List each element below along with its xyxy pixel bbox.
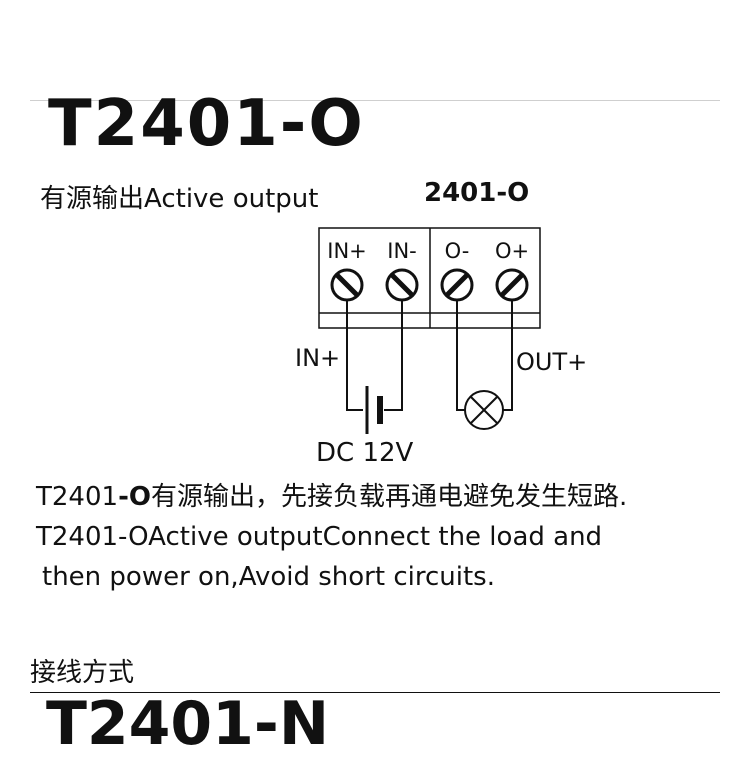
terminal-label-in-minus: IN- — [387, 239, 416, 263]
screw-terminal-in-plus-icon — [330, 268, 364, 302]
description-line-2: T2401-OActive outputConnect the load and — [36, 522, 603, 552]
wire-in-plus — [346, 300, 363, 411]
wire-out-plus — [503, 300, 513, 411]
screw-terminal-out-plus-icon — [495, 268, 529, 302]
description-line-1: T2401-O有源输出，先接负载再通电避免发生短路. — [36, 482, 627, 513]
source-label: DC 12V — [316, 438, 414, 468]
top-divider — [30, 100, 720, 101]
screw-terminal-out-minus-icon — [440, 268, 474, 302]
description-cn-text: 有源输出，先接负载再通电避免发生短路. — [150, 482, 628, 512]
screw-terminal-in-minus-icon — [385, 268, 419, 302]
terminal-label-out-plus: O+ — [495, 239, 529, 263]
input-label: IN+ — [295, 344, 340, 372]
description-line-3: then power on,Avoid short circuits. — [42, 562, 495, 592]
product-subtitle: 有源输出Active output — [40, 184, 319, 214]
description-model-suffix: -O — [118, 482, 151, 512]
terminal-label-out-minus: O- — [445, 239, 470, 263]
description-model-prefix: T2401 — [36, 482, 119, 512]
lamp-icon — [464, 390, 504, 430]
battery-icon — [365, 386, 383, 434]
wire-out-minus — [456, 300, 465, 411]
output-label: OUT+ — [516, 348, 587, 376]
terminal-label-in-plus: IN+ — [327, 239, 367, 263]
product-title: T2401-O — [48, 87, 365, 161]
section-divider — [30, 692, 720, 693]
wiring-diagram: IN+ IN- O- O+ IN+ OUT+ DC 12V — [295, 227, 587, 468]
diagram-title: 2401-O — [424, 178, 530, 208]
wiring-method-heading: 接线方式 — [30, 658, 135, 688]
wire-in-minus — [384, 300, 403, 411]
next-product-title: T2401-N — [46, 689, 330, 759]
